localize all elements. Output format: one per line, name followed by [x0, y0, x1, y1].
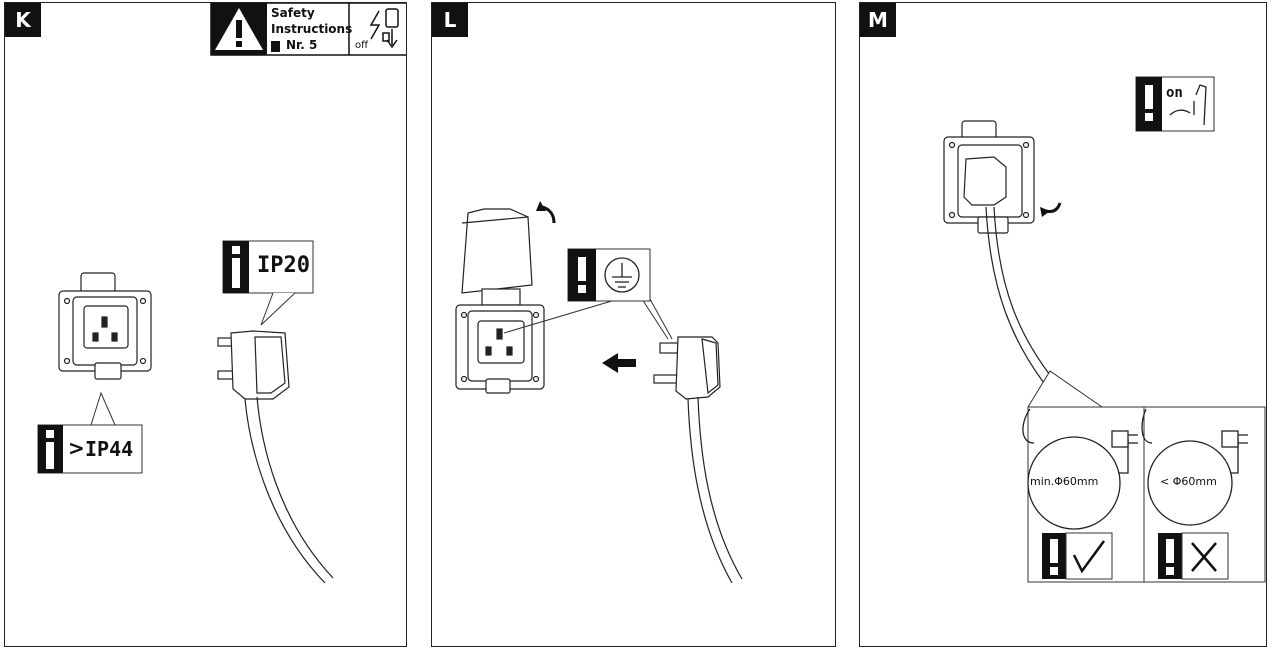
socket-lid — [461, 208, 533, 306]
switch-on-label: on — [1166, 85, 1183, 101]
socket-rating-prefix: > — [68, 436, 85, 460]
socket-rating-label: IP44 — [85, 437, 134, 461]
socket-with-plug-illustration — [943, 120, 1069, 404]
panel-k: K — [4, 2, 407, 647]
bend-bad-label: < Φ60mm — [1160, 475, 1217, 488]
safety-title: Safety — [271, 6, 315, 20]
safety-subtitle: Instructions — [271, 22, 353, 36]
step-letter-k: K — [5, 3, 41, 37]
plug-illustration — [217, 330, 334, 584]
warning-triangle-icon — [215, 8, 263, 50]
socket-illustration — [455, 304, 545, 394]
warning-exclamation-icon — [578, 257, 586, 293]
panel-m-illustration — [943, 76, 1266, 583]
plug-illustration — [653, 336, 743, 584]
cross-icon — [1191, 542, 1217, 572]
earth-ground-icon — [604, 257, 640, 293]
panel-m: M — [859, 2, 1267, 647]
insert-arrow-icon — [602, 353, 636, 373]
panel-l-illustration — [455, 201, 743, 584]
info-icon — [232, 246, 240, 288]
bend-ok-label: min.Φ60mm — [1030, 475, 1099, 488]
checkmark-icon — [1072, 540, 1106, 574]
warning-exclamation-icon — [1158, 533, 1182, 579]
switch-arrow-icon — [1040, 202, 1062, 217]
check-box — [1065, 532, 1113, 580]
step-letter-m: M — [860, 3, 896, 37]
manual-icon — [271, 41, 280, 52]
bend-bad-diagram — [1141, 408, 1248, 526]
warning-exclamation-icon — [1145, 85, 1153, 121]
panel-l: L — [431, 2, 836, 647]
step-letter-l: L — [432, 3, 468, 37]
switch-on-hand-icon — [1169, 84, 1207, 126]
ip44-callout — [37, 391, 143, 474]
bend-ok-diagram — [1022, 408, 1138, 530]
info-icon — [46, 430, 54, 469]
unplug-lightning-icon — [369, 8, 399, 49]
switch-off-label: off — [355, 40, 369, 51]
socket-illustration — [58, 272, 152, 380]
panel-k-illustration — [37, 3, 406, 584]
plug-rating-label: IP20 — [257, 253, 310, 278]
warning-exclamation-icon — [1042, 533, 1066, 579]
safety-number: Nr. 5 — [286, 38, 318, 52]
lift-arrow-icon — [536, 201, 556, 224]
